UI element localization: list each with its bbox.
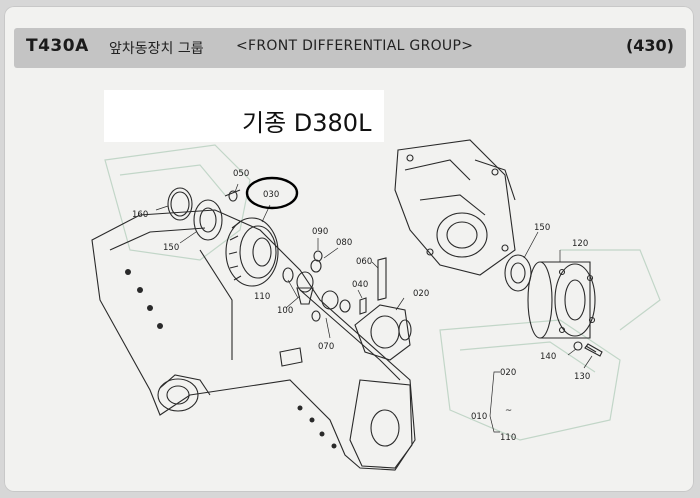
small-parts xyxy=(224,189,603,357)
differential-case xyxy=(354,304,412,361)
part-label-020: 020 xyxy=(413,289,429,299)
part-label-040: 040 xyxy=(352,280,368,290)
shim-160 xyxy=(167,187,193,221)
part-label-090: 090 xyxy=(312,227,328,237)
part-label-150-right: 150 xyxy=(534,223,550,233)
bearing-150-left xyxy=(193,199,223,241)
group-title-korean: 앞차동장치 그룹 xyxy=(109,41,204,57)
model-label-box xyxy=(104,90,384,142)
part-label-160: 160 xyxy=(132,210,148,220)
group-title-english: <FRONT DIFFERENTIAL GROUP> xyxy=(236,38,474,54)
part-label-140: 140 xyxy=(540,352,556,362)
part-label-130: 130 xyxy=(574,372,590,382)
part-label-070: 070 xyxy=(318,342,334,352)
bearing-holder-120 xyxy=(527,261,596,339)
model-label: 기종 D380L xyxy=(242,109,372,137)
part-label-010: 010 xyxy=(471,412,487,422)
part-label-080: 080 xyxy=(336,238,352,248)
ring-gear xyxy=(225,217,279,287)
range-tilde: ~ xyxy=(505,406,512,416)
parts-sheet xyxy=(4,6,694,492)
group-reference-number: (430) xyxy=(625,36,674,55)
group-code: T430A xyxy=(26,36,89,56)
highlight-circle xyxy=(245,176,299,210)
part-label-150-left: 150 xyxy=(163,243,179,253)
part-label-060: 060 xyxy=(356,257,372,267)
housing-bolt-holes xyxy=(125,269,337,449)
gear-case xyxy=(394,139,516,276)
part-label-020-range: 020 xyxy=(500,368,516,378)
leader-lines xyxy=(155,183,593,433)
title-bar xyxy=(14,28,686,68)
bearing-150-right xyxy=(504,254,532,292)
part-label-110: 110 xyxy=(254,292,270,302)
part-label-030: 030 xyxy=(263,190,279,200)
part-label-110-range: 110 xyxy=(500,433,516,443)
part-label-120: 120 xyxy=(572,239,588,249)
background-ghost-housing xyxy=(104,144,661,441)
part-label-050: 050 xyxy=(233,169,249,179)
part-label-100: 100 xyxy=(277,306,293,316)
